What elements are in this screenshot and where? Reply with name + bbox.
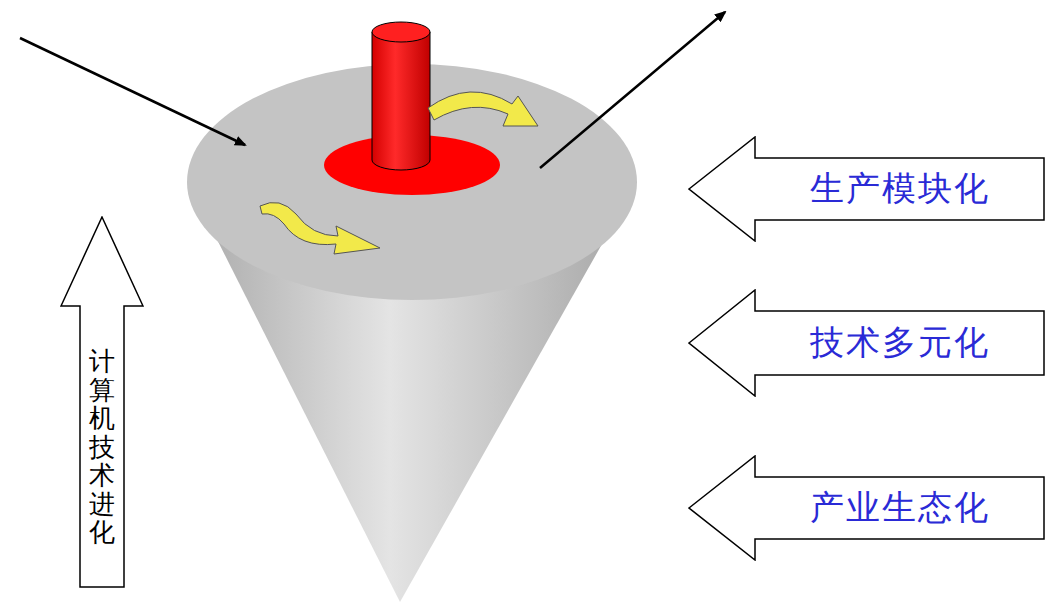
input-arrow — [20, 38, 245, 145]
left-block-arrow: 技术多元化 — [688, 289, 1045, 397]
left-block-arrow: 生产模块化 — [688, 136, 1045, 242]
axle-top — [372, 22, 430, 42]
left-block-arrow: 产业生态化 — [688, 455, 1045, 561]
arrow-label: 计算机技术进化 — [89, 347, 115, 547]
up-block-arrow: 计算机技术进化 — [60, 216, 144, 588]
arrow-label: 生产模块化 — [810, 166, 990, 212]
arrow-label: 产业生态化 — [810, 485, 990, 531]
red-axle — [372, 32, 430, 170]
rotation-arrow — [428, 92, 538, 126]
arrow-label: 技术多元化 — [810, 320, 990, 366]
output-arrow — [540, 12, 725, 168]
rotation-arrow — [260, 202, 380, 254]
